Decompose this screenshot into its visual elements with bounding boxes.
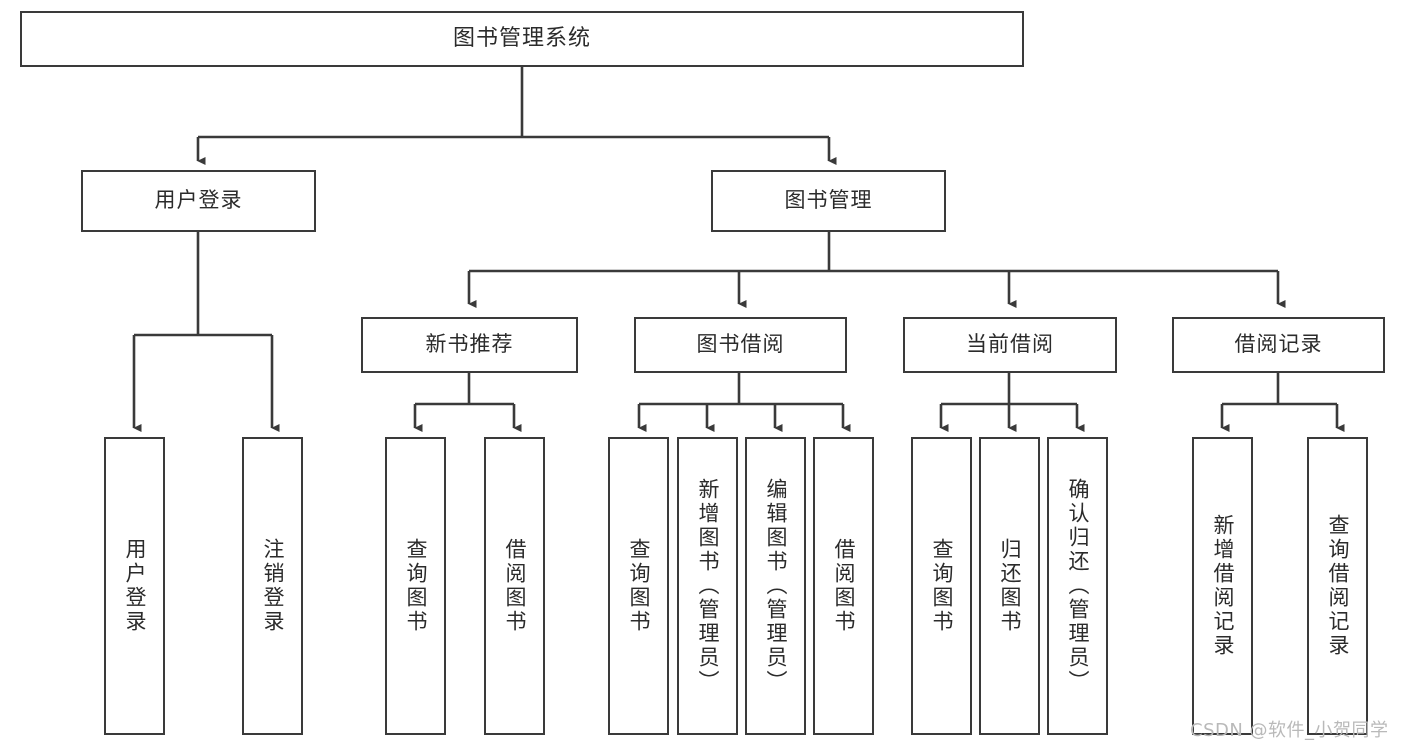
node-label: 新增图书（管理员）	[696, 478, 720, 694]
node-root-system[interactable]: 图书管理系统	[20, 11, 1024, 67]
node-leaf-borrow-book[interactable]: 借阅图书	[813, 437, 874, 735]
node-leaf-query-book-borrow[interactable]: 查询图书	[608, 437, 669, 735]
node-label: 归还图书	[998, 538, 1022, 634]
node-label: 查询图书	[930, 538, 954, 634]
node-leaf-edit-book-admin[interactable]: 编辑图书（管理员）	[745, 437, 806, 735]
node-label: 查询借阅记录	[1326, 514, 1350, 658]
node-label: 注销登录	[261, 538, 285, 634]
node-book-management[interactable]: 图书管理	[711, 170, 946, 232]
node-label: 借阅图书	[832, 538, 856, 634]
node-label: 图书管理	[784, 188, 873, 213]
node-label: 查询图书	[404, 538, 428, 634]
node-book-borrow[interactable]: 图书借阅	[634, 317, 847, 373]
node-label: 用户登录	[123, 538, 147, 634]
node-label: 图书管理系统	[452, 25, 591, 51]
node-label: 新增借阅记录	[1211, 514, 1235, 658]
node-leaf-borrow-book-recommend[interactable]: 借阅图书	[484, 437, 545, 735]
node-leaf-query-book-recommend[interactable]: 查询图书	[385, 437, 446, 735]
node-borrow-record[interactable]: 借阅记录	[1172, 317, 1385, 373]
watermark-text: CSDN @软件_小贺同学	[1190, 720, 1389, 741]
node-leaf-confirm-return-admin[interactable]: 确认归还（管理员）	[1047, 437, 1108, 735]
node-new-book-recommend[interactable]: 新书推荐	[361, 317, 578, 373]
node-label: 新书推荐	[425, 332, 514, 357]
node-current-borrow[interactable]: 当前借阅	[903, 317, 1117, 373]
node-label: 用户登录	[154, 188, 243, 213]
node-label: 图书借阅	[696, 332, 785, 357]
node-label: 查询图书	[627, 538, 651, 634]
node-leaf-user-login[interactable]: 用户登录	[104, 437, 165, 735]
node-label: 编辑图书（管理员）	[764, 478, 788, 694]
node-label: 借阅图书	[503, 538, 527, 634]
node-label: 确认归还（管理员）	[1066, 478, 1090, 694]
node-label: 借阅记录	[1234, 332, 1323, 357]
node-leaf-add-book-admin[interactable]: 新增图书（管理员）	[677, 437, 738, 735]
node-leaf-add-borrow-record[interactable]: 新增借阅记录	[1192, 437, 1253, 735]
node-leaf-logout[interactable]: 注销登录	[242, 437, 303, 735]
node-user-login[interactable]: 用户登录	[81, 170, 316, 232]
node-leaf-query-borrow-record[interactable]: 查询借阅记录	[1307, 437, 1368, 735]
node-leaf-query-book-current[interactable]: 查询图书	[911, 437, 972, 735]
node-label: 当前借阅	[966, 332, 1054, 357]
node-leaf-return-book[interactable]: 归还图书	[979, 437, 1040, 735]
